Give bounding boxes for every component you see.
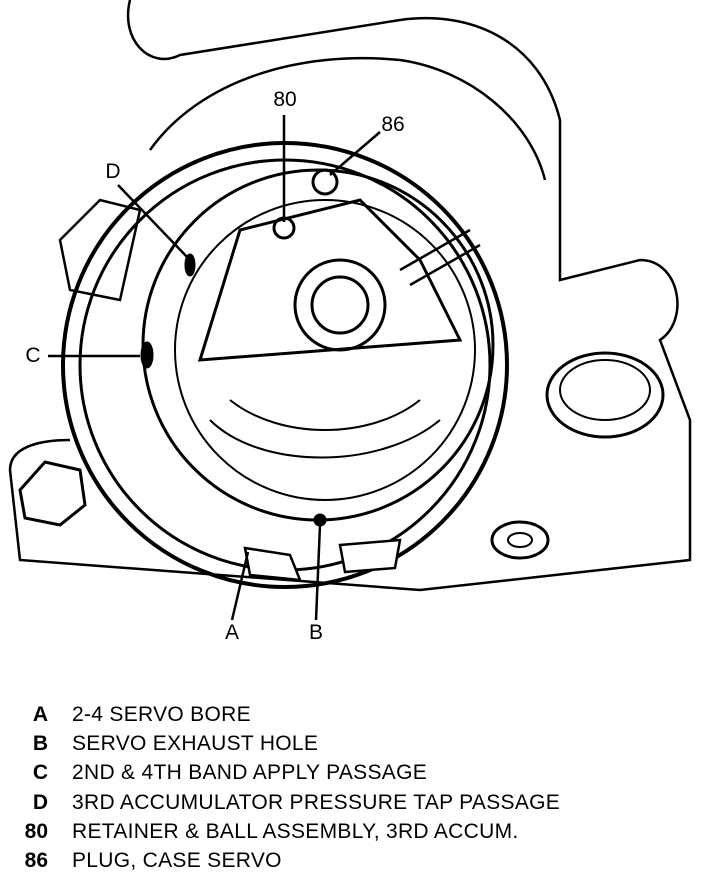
legend-text: 3RD ACCUMULATOR PRESSURE TAP PASSAGE: [72, 791, 561, 814]
accumulator-cover: [545, 351, 665, 439]
callout-86: 86: [381, 113, 405, 136]
servo-bore-illustration: [8, 0, 692, 621]
bolt-left: [18, 460, 87, 527]
legend-key: C: [32, 761, 48, 784]
servo-bore-inner: [174, 199, 476, 501]
legend-key: 80: [24, 820, 48, 843]
hub-outer: [293, 258, 387, 352]
legend-key: D: [32, 791, 48, 814]
callout-c: C: [25, 344, 41, 367]
ring-gap: [243, 538, 402, 582]
leader-b: [314, 524, 322, 621]
legend-key: A: [32, 703, 48, 726]
hub-inner: [310, 275, 370, 335]
legend-text: RETAINER & BALL ASSEMBLY, 3RD ACCUM.: [72, 820, 519, 843]
callout-b: B: [308, 621, 324, 644]
callout-80: 80: [273, 88, 297, 111]
case-outline: [8, 0, 692, 592]
leader-a: [230, 551, 250, 621]
legend-key: 86: [24, 849, 48, 872]
legend-text: SERVO EXHAUST HOLE: [72, 732, 319, 755]
leader-86: [329, 131, 381, 176]
plug-86: [311, 168, 339, 196]
passage-c: [140, 341, 154, 369]
passage-d: [184, 253, 196, 277]
legend-text: 2-4 SERVO BORE: [72, 703, 251, 726]
legend-key: B: [32, 732, 48, 755]
exhaust-hole-b: [313, 513, 327, 527]
legend-text: 2ND & 4TH BAND APPLY PASSAGE: [72, 761, 428, 784]
retainer-block: [197, 198, 463, 362]
case-left-boss: [58, 198, 142, 302]
leader-d: [117, 184, 189, 259]
bore-steps: [209, 399, 441, 459]
case-top-arc: [148, 56, 547, 181]
legend-text: PLUG, CASE SERVO: [72, 849, 282, 872]
boss-right: [490, 520, 550, 560]
callout-a: A: [224, 621, 240, 644]
callout-d: D: [105, 160, 121, 183]
